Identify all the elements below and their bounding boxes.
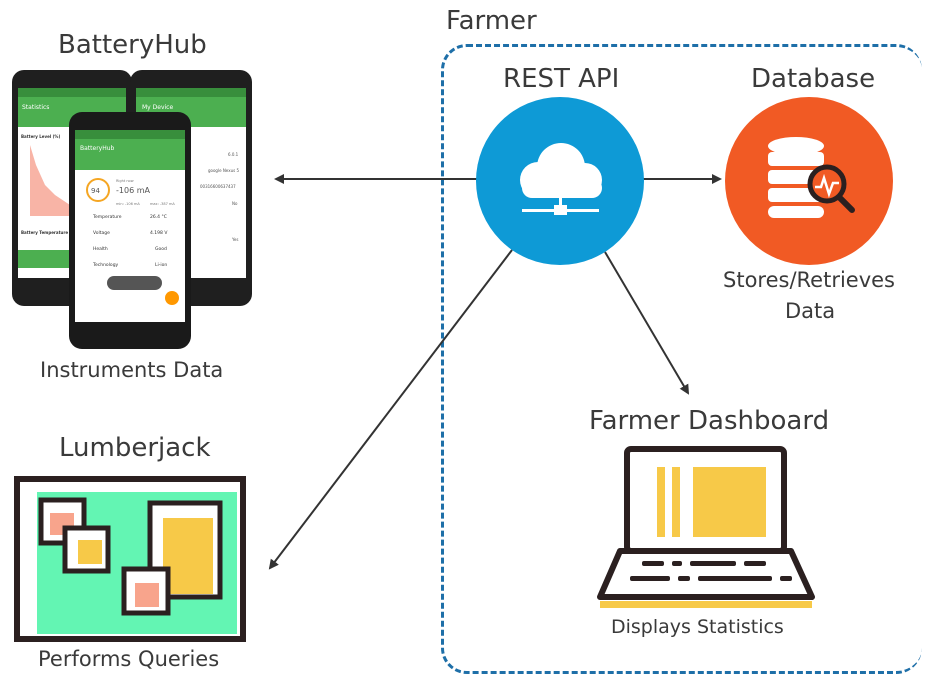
arrow-api-to-dashboard	[604, 251, 690, 395]
batteryhub-title: BatteryHub	[58, 30, 207, 60]
farmer-container	[441, 44, 922, 674]
farmer-title: Farmer	[446, 6, 537, 36]
database-title: Database	[751, 64, 876, 94]
database-caption-line2: Data	[785, 299, 836, 323]
arrow-api-to-lumberjack	[268, 249, 513, 570]
dashboard-title: Farmer Dashboard	[589, 406, 830, 436]
batteryhub-caption: Instruments Data	[40, 358, 224, 382]
lumberjack-title: Lumberjack	[59, 433, 211, 463]
database-caption-line1: Stores/Retrieves	[723, 268, 895, 292]
rest-api-title: REST API	[503, 64, 620, 94]
dashboard-caption: Displays Statistics	[611, 616, 784, 638]
lumberjack-caption: Performs Queries	[38, 647, 220, 671]
